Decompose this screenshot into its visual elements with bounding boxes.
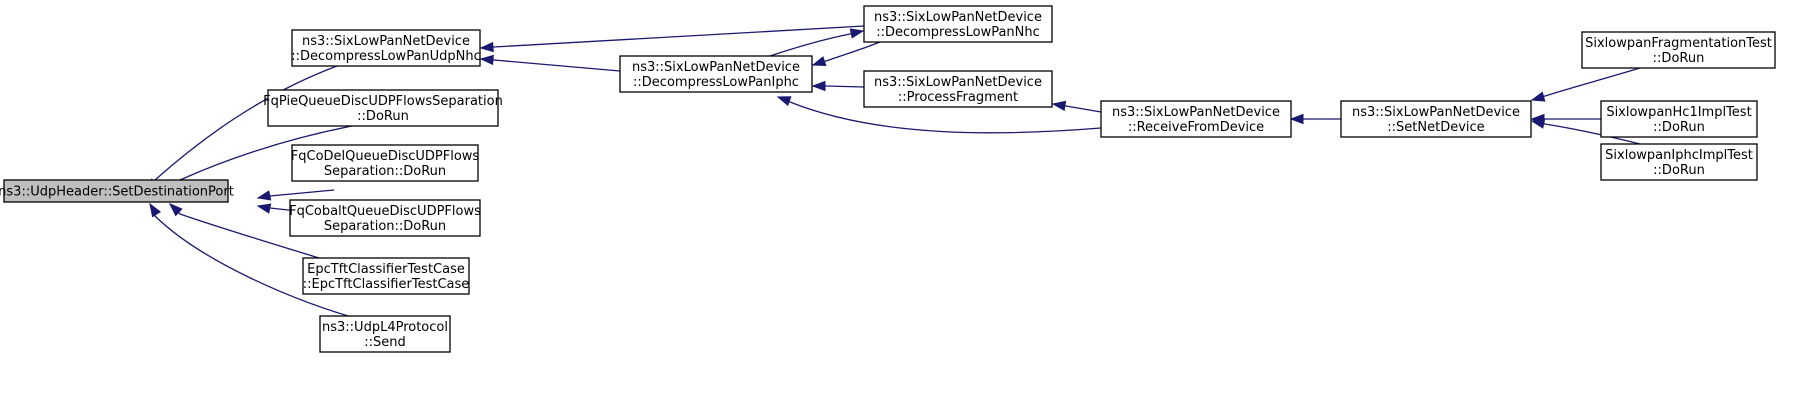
arrowhead [1051, 100, 1067, 112]
node-decompress_lowpan_nhc[interactable]: ns3::SixLowPanNetDevice::DecompressLowPa… [863, 5, 1053, 43]
edge-decompress_lowpan_iphc-to-decompress_lowpan_nhc [769, 28, 865, 57]
arrowhead [1530, 91, 1546, 102]
arrowhead [811, 80, 826, 92]
node-label-line: FqPieQueueDiscUDPFlowsSeparation [263, 94, 503, 109]
node-box[interactable] [1581, 31, 1776, 69]
node-fq_pie_run[interactable]: FqPieQueueDiscUDPFlowsSeparation::DoRun [263, 89, 503, 127]
node-label-line: ::ProcessFragment [898, 90, 1018, 105]
edge-decompress_lowpan_nhc-to-decompress_lowpan_udp_nhc [479, 25, 865, 53]
node-box[interactable] [302, 257, 470, 295]
node-box[interactable] [1100, 100, 1292, 138]
node-label-line: ::DoRun [1653, 120, 1705, 135]
edge-receive_from_device-to-process_fragment [1051, 100, 1102, 113]
edge-udp_l4_send-to-set_destination_port [149, 202, 363, 321]
arrowhead [849, 28, 865, 39]
arrowhead [479, 41, 494, 53]
node-label-line: ::DoRun [1653, 163, 1705, 178]
node-box[interactable] [1600, 143, 1758, 181]
node-box[interactable] [1340, 100, 1532, 138]
edge-line [1531, 67, 1641, 101]
node-label-line: Separation::DoRun [324, 164, 446, 179]
edge-set_net_device-to-receive_from_device [1289, 113, 1341, 125]
node-label-line: ns3::SixLowPanNetDevice [302, 34, 470, 49]
arrowhead [256, 190, 272, 201]
edge-frag_test_run-to-set_net_device [1530, 67, 1641, 102]
node-label-line: ::DecompressLowPanUdpNhc [291, 49, 481, 64]
node-fq_codel_run[interactable]: FqCoDelQueueDiscUDPFlowsSeparation::DoRu… [291, 144, 480, 182]
node-box[interactable] [619, 55, 813, 93]
node-label-line: ::SetNetDevice [1387, 120, 1484, 135]
node-box[interactable] [267, 89, 499, 127]
node-label-line: ns3::UdpHeader::SetDestinationPort [0, 185, 234, 200]
node-iphc_test_run[interactable]: SixlowpanIphcImplTest::DoRun [1600, 143, 1758, 181]
arrowhead [168, 203, 183, 217]
node-process_fragment[interactable]: ns3::SixLowPanNetDevice::ProcessFragment [863, 70, 1053, 108]
node-epc_tft_classifier[interactable]: EpcTftClassifierTestCase::EpcTftClassifi… [302, 257, 470, 295]
node-box[interactable] [863, 70, 1053, 108]
node-label-line: ns3::SixLowPanNetDevice [874, 75, 1042, 90]
node-label-line: SixlowpanHc1ImplTest [1606, 105, 1751, 120]
node-label-line: SixlowpanFragmentationTest [1585, 36, 1772, 51]
edge-line [149, 65, 338, 193]
node-box[interactable] [291, 29, 481, 67]
edge-line [169, 125, 353, 193]
node-decompress_lowpan_udp_nhc[interactable]: ns3::SixLowPanNetDevice::DecompressLowPa… [291, 29, 481, 67]
node-label-line: ::DoRun [1653, 51, 1705, 66]
node-label-line: ::EpcTftClassifierTestCase [303, 277, 470, 292]
edge-decompress_lowpan_iphc-to-decompress_lowpan_udp_nhc [479, 54, 621, 72]
arrowhead [149, 202, 162, 218]
node-box[interactable] [319, 315, 451, 353]
node-box[interactable] [3, 179, 229, 203]
node-fq_cobalt_run[interactable]: FqCobaltQueueDiscUDPFlowsSeparation::DoR… [289, 199, 481, 237]
node-decompress_lowpan_iphc[interactable]: ns3::SixLowPanNetDevice::DecompressLowPa… [619, 55, 813, 93]
arrowhead [479, 54, 494, 66]
edge-iphc_test_run-to-set_net_device [1530, 118, 1641, 145]
edges-layer [149, 25, 1641, 321]
node-label-line: ns3::UdpL4Protocol [322, 320, 448, 335]
edge-line [777, 96, 1102, 134]
nodes-layer: ns3::UdpHeader::SetDestinationPort ns3::S… [0, 5, 1776, 353]
node-label-line: ns3::SixLowPanNetDevice [874, 10, 1042, 25]
node-box[interactable] [863, 5, 1053, 43]
node-label-line: EpcTftClassifierTestCase [307, 262, 465, 277]
arrowhead [776, 96, 792, 107]
arrowhead [256, 203, 272, 214]
node-frag_test_run[interactable]: SixlowpanFragmentationTest::DoRun [1581, 31, 1776, 69]
edge-line [769, 30, 864, 57]
edge-process_fragment-to-decompress_lowpan_iphc [811, 80, 865, 92]
node-label-line: SixlowpanIphcImplTest [1605, 148, 1753, 163]
node-box[interactable] [289, 199, 481, 237]
node-set_net_device[interactable]: ns3::SixLowPanNetDevice::SetNetDevice [1340, 100, 1532, 138]
node-label-line: ns3::SixLowPanNetDevice [1112, 105, 1280, 120]
node-udp_l4_send[interactable]: ns3::UdpL4Protocol::Send [319, 315, 451, 353]
edge-line [1531, 120, 1641, 145]
node-label-line: ::Send [364, 335, 406, 350]
edge-decompress_lowpan_nhc-to-decompress_lowpan_iphc [811, 41, 881, 67]
node-box[interactable] [1600, 100, 1758, 138]
edge-line [149, 203, 363, 321]
node-label-line: ns3::SixLowPanNetDevice [632, 60, 800, 75]
node-label-line: Separation::DoRun [324, 219, 446, 234]
node-label-line: FqCoDelQueueDiscUDPFlows [291, 149, 480, 164]
edge-receive_from_device-to-decompress_lowpan_iphc [776, 96, 1102, 134]
node-hc1_test_run[interactable]: SixlowpanHc1ImplTest::DoRun [1600, 100, 1758, 138]
arrowhead [811, 56, 827, 67]
node-label-line: ::DecompressLowPanNhc [876, 25, 1040, 40]
arrowhead [1530, 118, 1546, 129]
node-label-line: ns3::SixLowPanNetDevice [1352, 105, 1520, 120]
arrowhead [1289, 113, 1304, 125]
edge-line [480, 58, 621, 72]
node-receive_from_device[interactable]: ns3::SixLowPanNetDevice::ReceiveFromDevi… [1100, 100, 1292, 138]
node-box[interactable] [291, 144, 479, 182]
node-label-line: FqCobaltQueueDiscUDPFlows [289, 204, 481, 219]
edge-line [812, 41, 881, 66]
node-label-line: ::DecompressLowPanIphc [633, 75, 799, 90]
node-label-line: ::ReceiveFromDevice [1128, 120, 1264, 135]
edge-fq_codel_run-to-set_destination_port [256, 189, 335, 201]
node-label-line: ::DoRun [357, 109, 409, 124]
node-set_destination_port[interactable]: ns3::UdpHeader::SetDestinationPort [0, 179, 234, 203]
